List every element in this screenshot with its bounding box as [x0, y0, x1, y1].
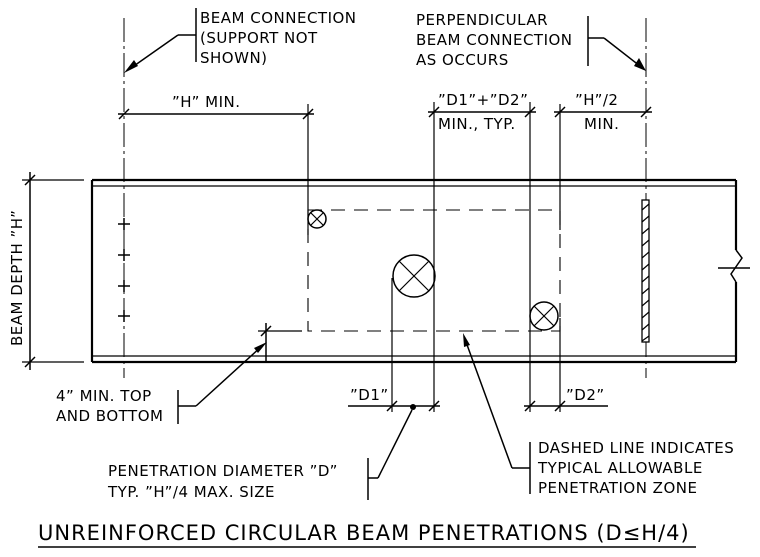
bolt-mark	[118, 280, 130, 292]
note-perpendicular-2: BEAM CONNECTION	[416, 31, 573, 49]
beam-outline	[90, 178, 750, 364]
leader-perpendicular: PERPENDICULAR BEAM CONNECTION AS OCCURS	[416, 11, 646, 71]
dim-d1-d2-label: ”D1”+”D2”	[438, 91, 528, 109]
drawing-title: UNREINFORCED CIRCULAR BEAM PENETRATIONS …	[38, 521, 690, 545]
penetration-d1	[392, 254, 436, 298]
note-dashed-line-1: DASHED LINE INDICATES	[538, 439, 734, 457]
note-penetration-diameter-2: TYP. ”H”/4 MAX. SIZE	[107, 483, 275, 501]
note-dashed-line-3: PENETRATION ZONE	[538, 479, 697, 497]
note-perpendicular-3: AS OCCURS	[416, 51, 509, 69]
dim-beam-depth: BEAM DEPTH ”H”	[8, 172, 84, 370]
note-4in-min-1: 4” MIN. TOP	[56, 387, 152, 405]
penetration-small-left	[307, 209, 327, 229]
note-4in-min-2: AND BOTTOM	[56, 407, 163, 425]
note-perpendicular-1: PERPENDICULAR	[416, 11, 548, 29]
dim-h-min-label: ”H” MIN.	[172, 93, 240, 111]
note-dashed-line-2: TYPICAL ALLOWABLE	[537, 459, 703, 477]
dim-d2-label: ”D2”	[566, 386, 605, 404]
dim-h-half: ”H”/2 MIN.	[554, 91, 652, 230]
leader-dashed-line: DASHED LINE INDICATES TYPICAL ALLOWABLE …	[463, 333, 734, 497]
dim-d1-d2: ”D1”+”D2” MIN., TYP.	[428, 91, 536, 412]
leader-beam-connection: BEAM CONNECTION (SUPPORT NOT SHOWN)	[124, 8, 357, 73]
bolt-mark	[118, 310, 130, 322]
dim-d1-d2-sublabel: MIN., TYP.	[438, 115, 516, 133]
dim-beam-depth-label: BEAM DEPTH ”H”	[8, 210, 26, 346]
note-beam-connection-1: BEAM CONNECTION	[200, 9, 357, 27]
dim-d2: ”D2”	[524, 318, 608, 412]
dim-h-min: ”H” MIN.	[118, 93, 314, 235]
dim-h-half-label: ”H”/2	[575, 91, 618, 109]
note-beam-connection-3: SHOWN)	[200, 49, 268, 67]
bolt-marks	[118, 218, 130, 322]
stiffener-plate	[641, 199, 650, 343]
note-beam-connection-2: (SUPPORT NOT	[200, 29, 318, 47]
bolt-mark	[118, 249, 130, 261]
leader-4in-min: 4” MIN. TOP AND BOTTOM	[56, 342, 267, 425]
penetration-d2	[529, 301, 559, 331]
dim-d1: ”D1”	[348, 278, 440, 412]
dim-d1-label: ”D1”	[350, 386, 389, 404]
bolt-mark	[118, 218, 130, 230]
note-penetration-diameter-1: PENETRATION DIAMETER ”D”	[108, 462, 338, 480]
leader-penetration-diameter: PENETRATION DIAMETER ”D” TYP. ”H”/4 MAX.…	[107, 404, 416, 501]
dim-h-half-sublabel: MIN.	[584, 115, 619, 133]
